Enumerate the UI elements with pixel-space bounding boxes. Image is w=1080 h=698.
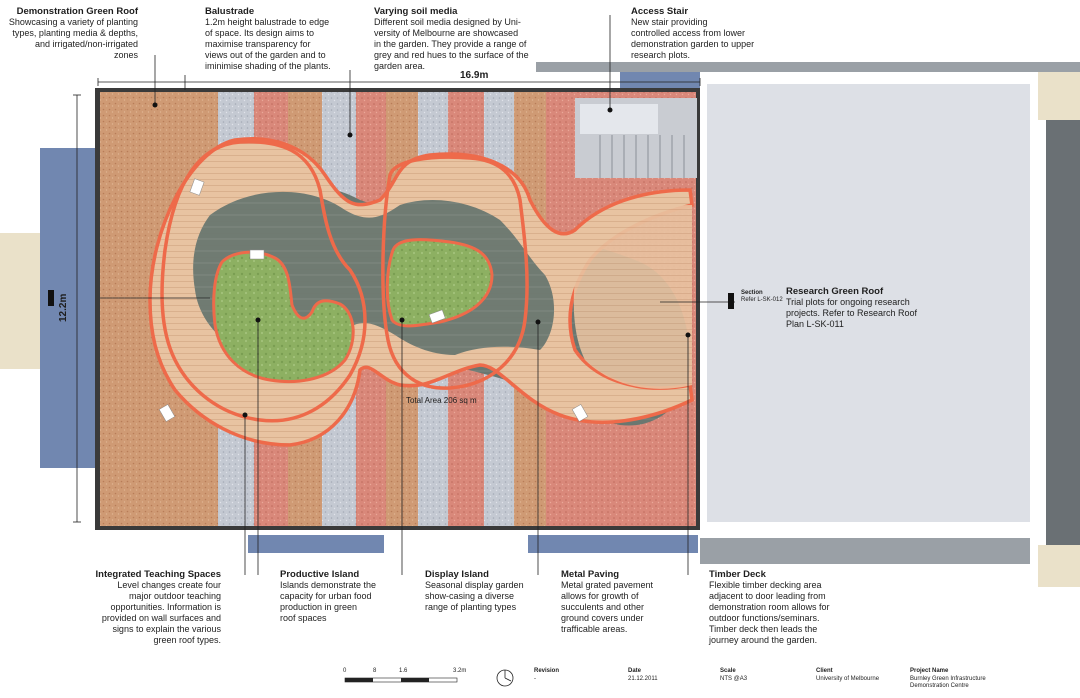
scale-label-1: 8 [373, 668, 377, 674]
annotation-body: 1.2m height balustrade to edge of space.… [205, 17, 331, 71]
section-marker-left [48, 290, 54, 306]
footer-value: Burnley Green Infrastructure Demonstrati… [910, 675, 986, 690]
footer-date: Date 21.12.2011 [628, 668, 658, 683]
metal-paving-right [573, 205, 692, 389]
annotation-body: Flexible timber decking area adjacent to… [709, 580, 830, 645]
annotation-teaching: Integrated Teaching Spaces Level changes… [95, 569, 221, 646]
footer-client: Client University of Melbourne [816, 668, 879, 683]
annotation-research-roof: Research Green Roof Trial plots for ongo… [786, 286, 956, 330]
annotation-title: Display Island [425, 569, 489, 580]
productive-island-lawn [212, 250, 355, 384]
island-left-outline [160, 140, 367, 423]
scale-label-3: 3.2m [453, 668, 467, 674]
teaching-signs [158, 178, 589, 422]
annotation-title: Integrated Teaching Spaces [95, 569, 221, 580]
annotation-body: Showcasing a variety of planting types, … [8, 17, 138, 60]
annotation-demo-roof: Demonstration Green Roof Showcasing a va… [0, 6, 138, 61]
display-island-lawn [385, 238, 494, 328]
annotation-body: Islands demonstrate the capacity for urb… [280, 580, 377, 623]
annotation-body: Seasonal display garden show-casing a di… [425, 580, 524, 612]
footer-revision: Revision - [534, 668, 559, 683]
scale-label-2: 1.6 [399, 668, 408, 674]
access-stair [575, 98, 697, 178]
footer-label: Revision [534, 668, 560, 674]
scale-bar [344, 677, 458, 683]
dimension-height: 12.2m [58, 293, 69, 322]
annotation-body: Trial plots for ongoing research project… [786, 297, 918, 329]
footer-scale: Scale NTS @A3 [720, 668, 747, 683]
annotation-metal: Metal Paving Metal grated pavement allow… [561, 569, 671, 635]
annotation-body: Metal grated pavement allows for growth … [561, 580, 654, 634]
annotation-title: Balustrade [205, 6, 255, 17]
annotation-body: Different soil media designed by Uni- ve… [374, 17, 529, 71]
footer-value: - [534, 675, 536, 682]
island-centre-outline [381, 155, 529, 390]
annotation-access-stair: Access Stair New stair providing control… [631, 6, 761, 61]
annotation-soil-media: Varying soil media Different soil media … [374, 6, 544, 72]
annotation-title: Productive Island [280, 569, 360, 580]
building-context [0, 62, 1080, 587]
footer-label: Scale [720, 668, 736, 674]
leader-dots [152, 102, 691, 418]
annotation-title: Research Green Roof [786, 286, 884, 297]
annotation-body: Level changes create four major outdoor … [101, 580, 221, 645]
annotation-balustrade: Balustrade 1.2m height balustrade to edg… [205, 6, 345, 72]
annotation-body: New stair providing controlled access fr… [631, 17, 755, 60]
footer-value: NTS @A3 [720, 675, 748, 682]
annotation-productive: Productive Island Islands demonstrate th… [280, 569, 390, 624]
dimension-lines [73, 78, 701, 523]
section-ref: Refer L-SK-012 [741, 297, 783, 303]
dimension-width: 16.9m [460, 70, 489, 81]
footer-project: Project Name Burnley Green Infrastructur… [910, 668, 1030, 691]
annotation-title: Timber Deck [709, 569, 766, 580]
footer-value: University of Melbourne [816, 675, 880, 682]
north-arrow-icon [496, 669, 514, 687]
footer-value: 21.12.2011 [628, 675, 658, 682]
annotation-title: Access Stair [631, 6, 689, 17]
total-area: Total Area 206 sq m [406, 396, 477, 405]
footer-label: Project Name [910, 668, 949, 674]
section-marker-right [728, 293, 734, 309]
annotation-title: Metal Paving [561, 569, 620, 580]
annotation-title: Demonstration Green Roof [16, 6, 138, 17]
annotation-timber: Timber Deck Flexible timber decking area… [709, 569, 859, 646]
annotation-title: Varying soil media [374, 6, 458, 17]
section-title: Section [741, 290, 763, 296]
annotation-display: Display Island Seasonal display garden s… [425, 569, 535, 613]
scale-label-0: 0 [343, 668, 347, 674]
footer-label: Date [628, 668, 642, 674]
research-roof-area [703, 80, 1034, 526]
section-reference: Section Refer L-SK-012 [741, 290, 801, 304]
footer-label: Client [816, 668, 833, 674]
leader-lines [100, 15, 735, 575]
